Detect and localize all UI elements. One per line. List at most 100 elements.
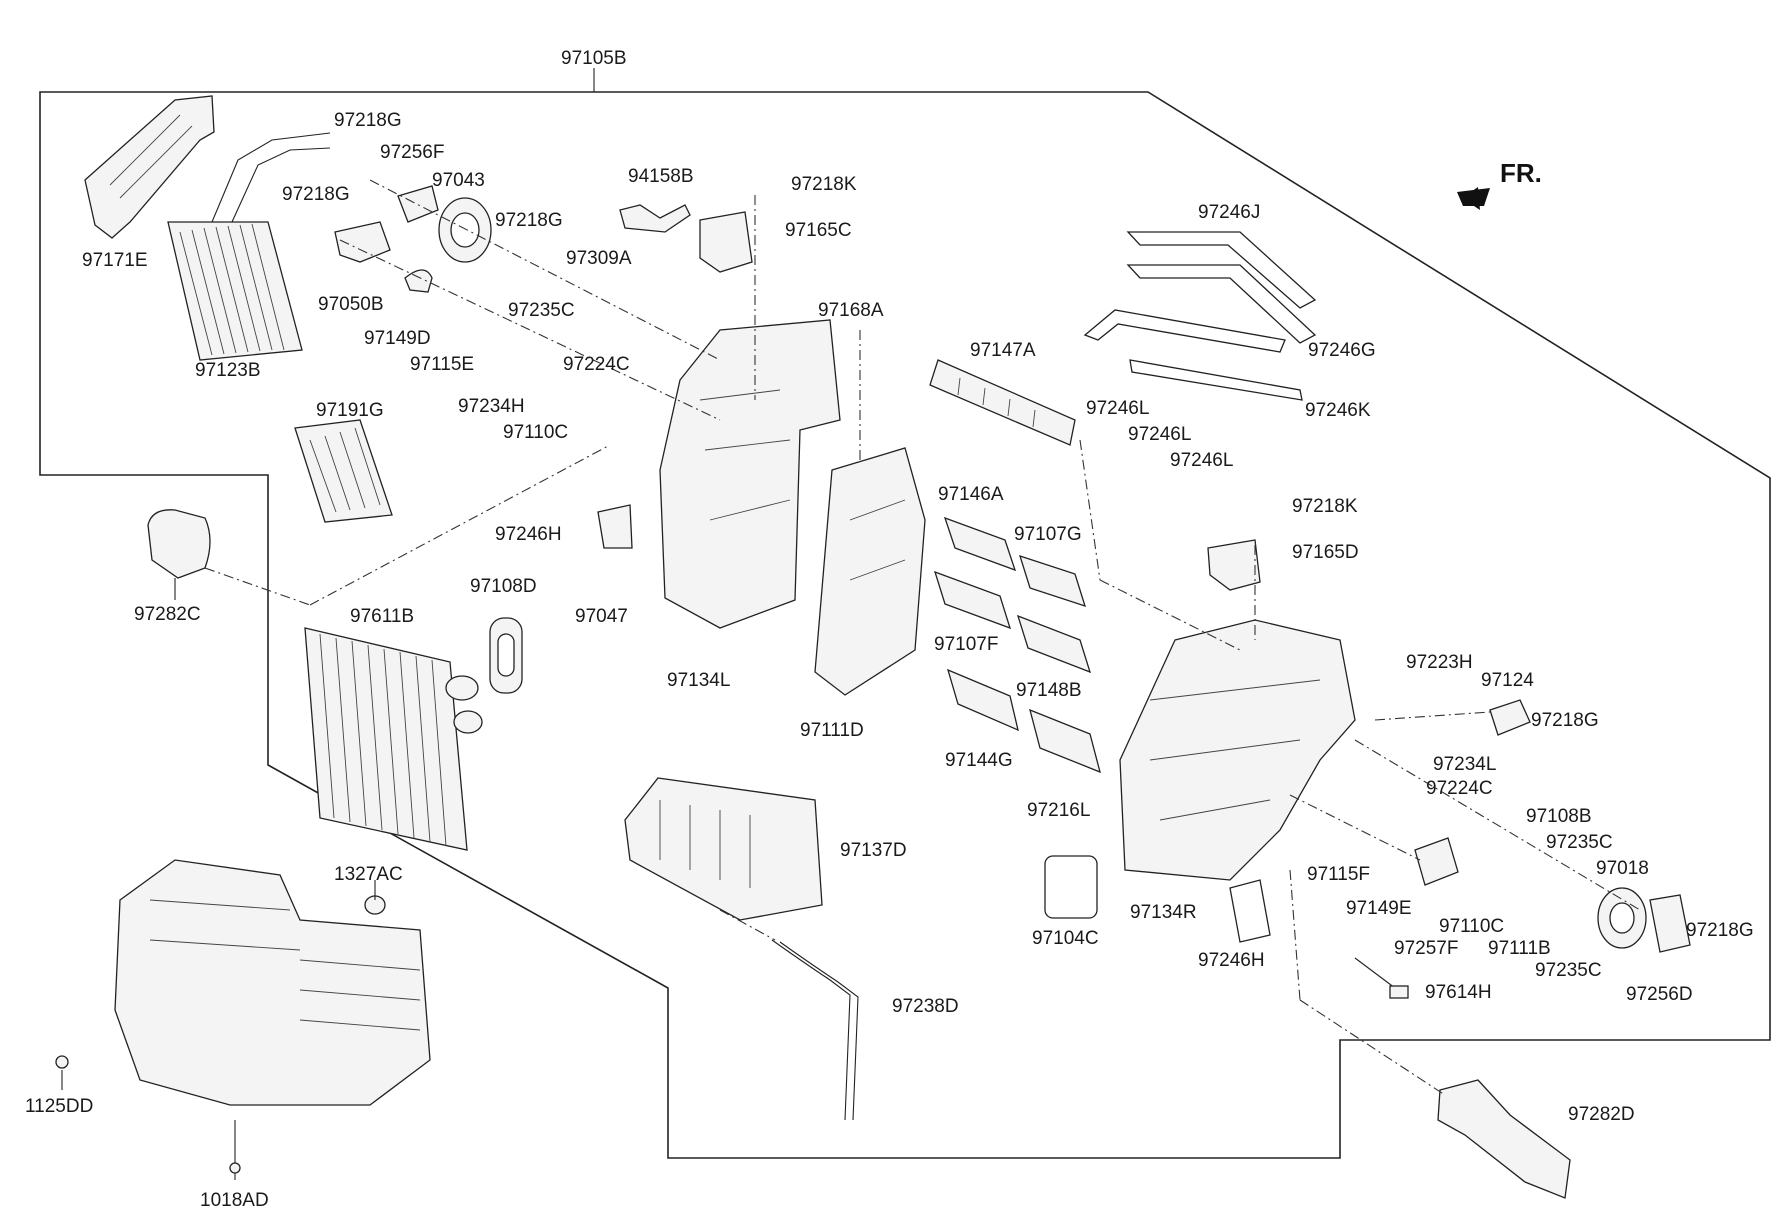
part-label-97104c: 97104C: [1032, 928, 1099, 949]
part-label-97246j: 97246J: [1198, 202, 1260, 223]
part-label-97218g-e: 97218G: [1686, 920, 1754, 941]
part-label-97234l: 97234L: [1433, 754, 1496, 775]
part-label-97110c-a: 97110C: [503, 422, 568, 443]
seal-97246k-icon: [1129, 359, 1303, 401]
part-label-97246h-a: 97246H: [495, 524, 562, 545]
door-97111d-icon: [814, 447, 926, 696]
part-label-97282c: 97282C: [134, 604, 201, 625]
part-label-97144g: 97144G: [945, 750, 1013, 771]
part-label-97246l-a: 97246L: [1086, 398, 1149, 419]
seal-97246g-icon: [1083, 309, 1286, 353]
part-label-97171e: 97171E: [82, 250, 148, 271]
part-label-97246k: 97246K: [1305, 400, 1371, 421]
part-label-97165d: 97165D: [1292, 542, 1359, 563]
front-direction-arrow-icon: [1457, 187, 1490, 210]
case-97134l-icon: [659, 319, 841, 629]
part-label-97108d: 97108D: [470, 576, 537, 597]
part-label-97246h-b: 97246H: [1198, 950, 1265, 971]
part-label-97050b: 97050B: [318, 294, 384, 315]
part-label-97111d: 97111D: [800, 720, 864, 741]
part-label-97246l-b: 97246L: [1128, 424, 1191, 445]
gasket-97104c-icon: [1044, 855, 1098, 919]
part-label-97282d: 97282D: [1568, 1104, 1635, 1125]
door-97144g-icon: [946, 668, 1019, 732]
part-label-97107g: 97107G: [1014, 524, 1082, 545]
part-label-97246l-c: 97246L: [1170, 450, 1233, 471]
part-label-1018ad: 1018AD: [200, 1190, 269, 1211]
housing-97137d-icon: [624, 777, 823, 921]
door-97148b-icon: [1016, 614, 1092, 674]
door-97107g-icon: [1019, 554, 1086, 608]
part-label-97256f: 97256F: [380, 142, 444, 163]
door-97146a-icon: [943, 516, 1017, 572]
part-label-97165c: 97165C: [785, 220, 852, 241]
actuator-97256d-icon: [1649, 894, 1691, 953]
part-label-97246g: 97246G: [1308, 340, 1376, 361]
part-label-97108b: 97108B: [1526, 806, 1592, 827]
seal-97246h-b-icon: [1229, 879, 1271, 943]
front-direction-label: FR.: [1500, 158, 1542, 188]
seal-97246j-icon: [1126, 231, 1317, 344]
part-label-97168a: 97168A: [818, 300, 884, 321]
part-label-97235c-c: 97235C: [1535, 960, 1602, 981]
part-label-94158b: 94158B: [628, 166, 694, 187]
gear-97043-icon: [438, 197, 492, 263]
actuator-97050b-icon: [334, 221, 391, 263]
part-label-97238d: 97238D: [892, 996, 959, 1017]
part-label-97309a: 97309A: [566, 248, 632, 269]
part-label-97115f: 97115F: [1307, 864, 1370, 885]
assembly-boundary: [39, 91, 1771, 1159]
heater-core-97123b-icon: [167, 132, 331, 361]
part-label-97124: 97124: [1481, 670, 1534, 691]
part-label-97191g: 97191G: [316, 400, 384, 421]
assembly-label: 97105B: [561, 48, 627, 69]
part-label-97218g-b: 97218G: [282, 184, 350, 205]
lever-97149d-icon: [404, 269, 433, 293]
bracket-97165c-icon: [699, 211, 753, 273]
part-label-1327ac: 1327AC: [334, 864, 403, 885]
part-label-97216l: 97216L: [1027, 800, 1090, 821]
actuator-97256f-icon: [397, 185, 439, 223]
gasket-97108d-icon: [489, 617, 523, 694]
part-label-97611b: 97611B: [350, 606, 414, 627]
gear-97018-icon: [1597, 887, 1647, 949]
part-label-97043: 97043: [432, 170, 485, 191]
part-label-1125dd: 1125DD: [25, 1096, 93, 1117]
part-label-97147a: 97147A: [970, 340, 1036, 361]
part-label-97234h: 97234H: [458, 396, 525, 417]
door-97216l-icon: [1029, 708, 1101, 774]
part-label-97111b: 97111B: [1488, 938, 1551, 959]
part-97191g-icon: [294, 419, 393, 523]
actuator-97124-icon: [1489, 699, 1531, 736]
part-label-97223h: 97223H: [1406, 652, 1473, 673]
drain-hose-97238d-icon: [771, 939, 859, 1121]
bracket-97171e-icon: [84, 95, 215, 239]
duct-97282c-icon: [147, 509, 211, 600]
duct-97282d-icon: [1437, 1079, 1571, 1199]
part-label-97218g-c: 97218G: [495, 210, 563, 231]
part-label-97218k-b: 97218K: [1292, 496, 1358, 517]
part-label-97115e: 97115E: [410, 354, 474, 375]
part-label-97149e: 97149E: [1346, 898, 1412, 919]
part-label-97224c-a: 97224C: [563, 354, 630, 375]
door-97147a-icon: [929, 359, 1076, 446]
part-label-97257f: 97257F: [1394, 938, 1458, 959]
part-label-97146a: 97146A: [938, 484, 1004, 505]
part-label-97614h: 97614H: [1425, 982, 1492, 1003]
seal-97246h-icon: [597, 504, 633, 549]
part-label-97110c-b: 97110C: [1439, 916, 1504, 937]
bracket-97165d-icon: [1207, 539, 1261, 591]
part-label-97149d: 97149D: [364, 328, 431, 349]
actuator-97257f-icon: [1414, 837, 1459, 886]
case-97134r-icon: [1119, 619, 1356, 881]
part-label-97047: 97047: [575, 606, 628, 627]
part-label-97137d: 97137D: [840, 840, 907, 861]
part-label-97218g-d: 97218G: [1531, 710, 1599, 731]
part-label-97134l: 97134L: [667, 670, 730, 691]
hvac-assembly-icon: [55, 859, 431, 1180]
connector-94158b-icon: [619, 204, 691, 233]
part-label-97218g-a: 97218G: [334, 110, 402, 131]
part-label-97224c-b: 97224C: [1426, 778, 1493, 799]
part-label-97107f: 97107F: [934, 634, 998, 655]
